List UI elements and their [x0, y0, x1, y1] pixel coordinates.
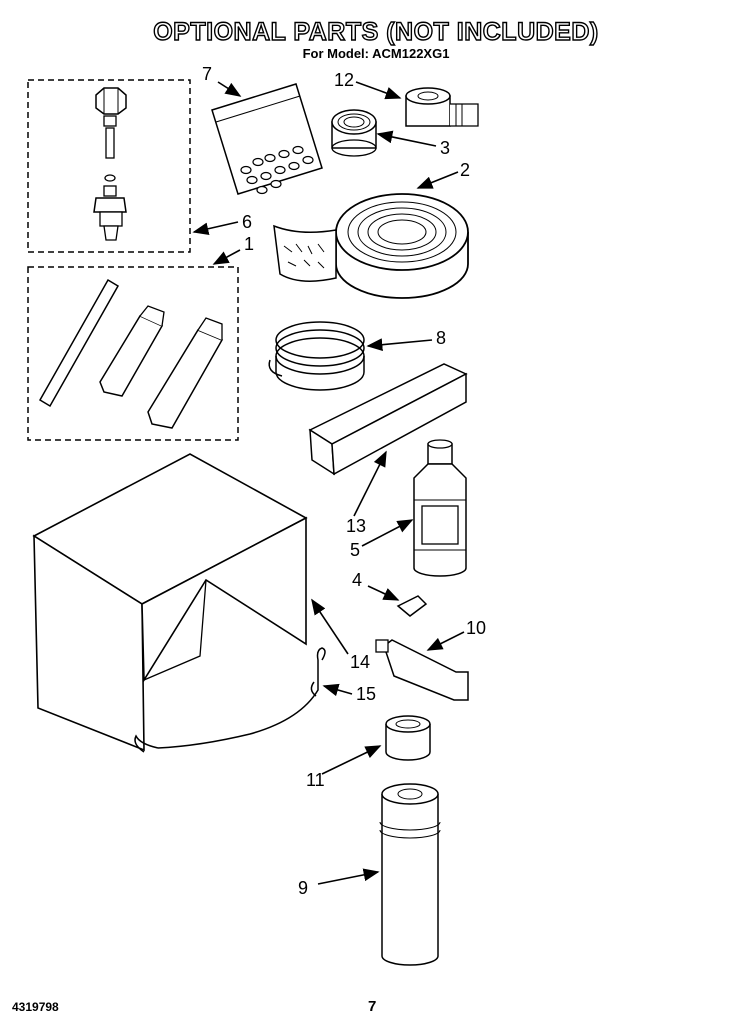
part-10-sealant-tube — [375, 639, 469, 701]
part-11-cylinder-sleeve — [385, 715, 431, 761]
part-12-tape-roll — [405, 87, 479, 127]
leader-lines — [192, 81, 465, 885]
part-2-insulation-roll — [273, 193, 469, 299]
model-subtitle: For Model: ACM122XG1 — [302, 46, 450, 61]
part-13-foam-block — [308, 363, 468, 476]
callout-3: 3 — [440, 138, 450, 158]
callout-13: 13 — [346, 516, 366, 536]
callout-1: 1 — [244, 234, 254, 254]
part-6-valve-kit — [27, 79, 191, 253]
part-5-bottle — [413, 439, 467, 577]
callout-14: 14 — [350, 652, 370, 672]
callout-2: 2 — [460, 160, 470, 180]
part-7-hardware-bag — [211, 83, 323, 195]
callout-11: 11 — [306, 770, 325, 790]
part-9-spray-can — [379, 783, 441, 966]
callout-5: 5 — [350, 540, 360, 560]
callout-12: 12 — [334, 70, 354, 90]
part-8-drain-ring — [268, 321, 365, 391]
callout-7: 7 — [202, 64, 212, 84]
part-15-bungee-cord — [134, 647, 326, 753]
part-4-small-cap — [396, 595, 428, 617]
document-part-number: 4319798 — [12, 1000, 59, 1014]
callout-9: 9 — [298, 878, 308, 898]
page-title: OPTIONAL PARTS (NOT INCLUDED) — [153, 17, 599, 46]
callout-6: 6 — [242, 212, 252, 232]
callout-8: 8 — [436, 328, 446, 348]
callout-10: 10 — [466, 618, 486, 638]
part-3-foam-tape — [331, 109, 377, 157]
callout-15: 15 — [356, 684, 376, 704]
part-14-cover — [32, 453, 308, 752]
part-1-installation-kit — [27, 266, 239, 441]
page-number: 7 — [368, 998, 377, 1015]
callout-4: 4 — [352, 570, 362, 590]
